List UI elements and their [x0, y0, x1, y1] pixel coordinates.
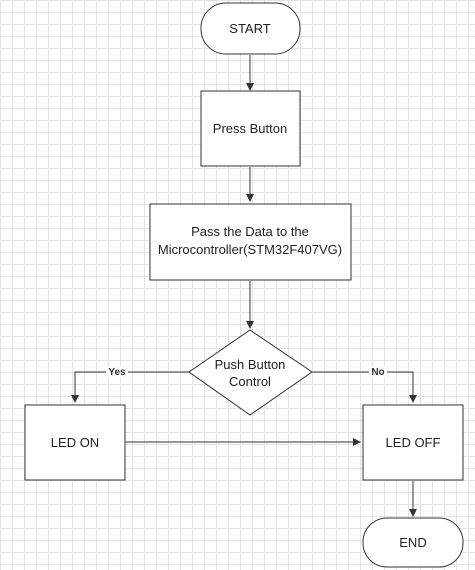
push-button-decision-node[interactable]: Push Button Control	[188, 329, 313, 416]
pass-data-node-label-line2: Microcontroller(STM32F407VG)	[158, 242, 342, 257]
edge-label-yes-bg	[106, 366, 128, 378]
edge-label-no-bg	[369, 366, 387, 378]
decision-node-label-line1: Push Button	[215, 357, 286, 372]
pass-data-node-label-line1: Pass the Data to the	[191, 224, 309, 239]
press-button-node[interactable]: Press Button	[200, 90, 301, 167]
edge-label-no: No	[371, 367, 384, 378]
led-off-node[interactable]: LED OFF	[362, 404, 464, 481]
led-on-node-label: LED ON	[51, 435, 99, 450]
led-on-node[interactable]: LED ON	[24, 404, 126, 481]
start-node[interactable]: START	[200, 2, 301, 55]
led-off-node-label: LED OFF	[386, 435, 441, 450]
edge-decision-yes-to-led-on	[71, 371, 189, 403]
pass-data-node[interactable]: Pass the Data to the Microcontroller(STM…	[149, 203, 352, 281]
edge-label-yes: Yes	[108, 367, 126, 378]
decision-node-label-line2: Control	[229, 374, 271, 389]
start-node-label: START	[229, 21, 270, 36]
end-node-label: END	[399, 535, 426, 550]
end-node[interactable]: END	[362, 517, 464, 568]
edge-decision-no-to-led-off	[312, 371, 417, 403]
press-button-node-label: Press Button	[213, 121, 287, 136]
